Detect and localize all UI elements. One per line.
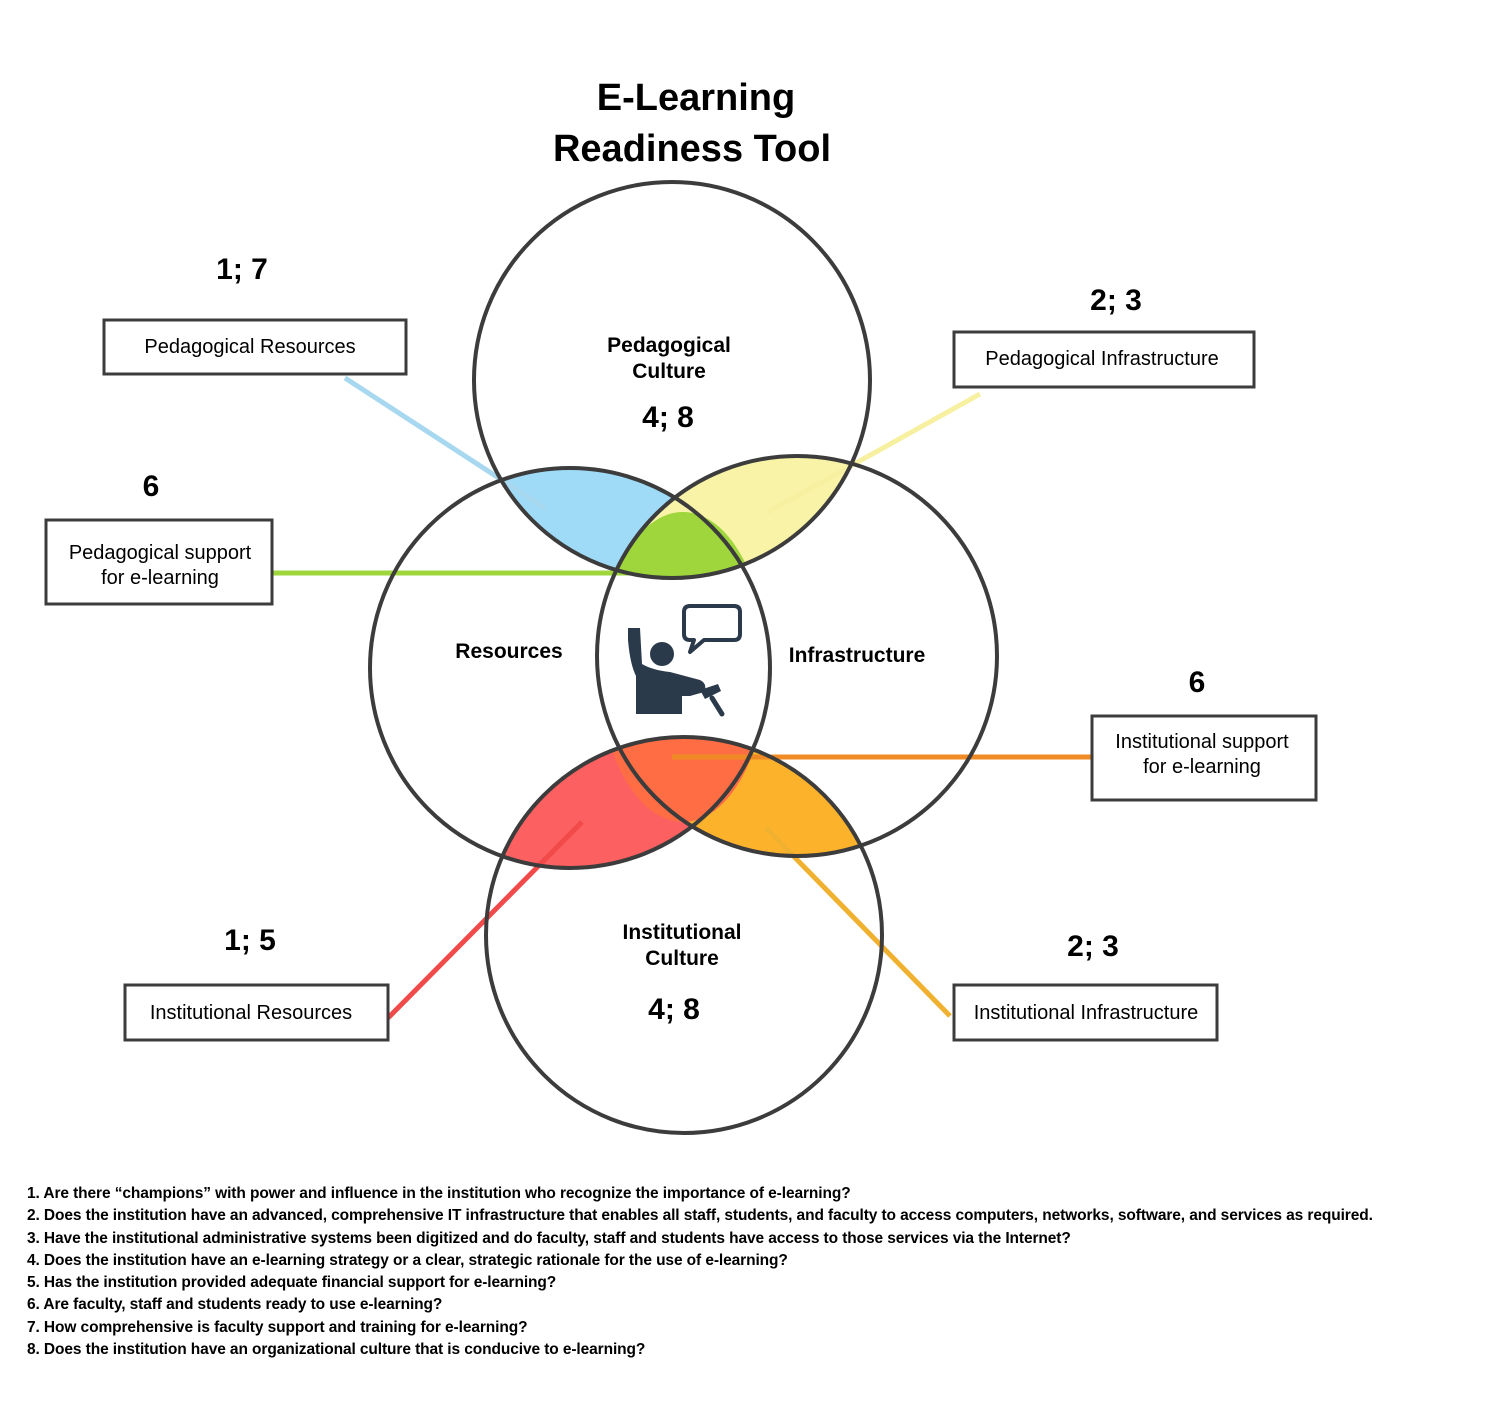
callout-number-institutional-support: 6	[1189, 666, 1206, 699]
circle-label-resources: Resources	[455, 640, 562, 663]
question-item: 1. Are there “champions” with power and …	[27, 1185, 851, 1202]
circle-label-infrastructure: Infrastructure	[789, 644, 926, 667]
question-item: 8. Does the institution have an organiza…	[27, 1341, 646, 1359]
circle-infrastructure	[595, 454, 999, 858]
callout-label-institutional-support-line-2: for e-learning	[1143, 756, 1261, 778]
circle-label-institutional-culture-line-2: Culture	[645, 947, 719, 970]
question-list: 1. Are there “champions” with power and …	[27, 1183, 1487, 1361]
circle-number-institutional-culture: 4; 8	[648, 993, 700, 1026]
callout-label-institutional-support-line-1: Institutional support	[1115, 731, 1289, 753]
circle-number-pedagogical-culture: 4; 8	[642, 401, 694, 434]
circle-label-pedagogical-culture-line-1: Pedagogical	[607, 334, 731, 357]
callout-number-institutional-resources: 1; 5	[224, 924, 276, 957]
callout-pedagogical-support: 6 Pedagogical support for e-learning	[44, 470, 274, 606]
callout-number-pedagogical-resources: 1; 7	[216, 253, 268, 286]
question-item: 6. Are faculty, staff and students ready…	[27, 1296, 443, 1314]
question-item: 3. Have the institutional administrative…	[27, 1229, 1071, 1247]
callout-pedagogical-infrastructure: 2; 3 Pedagogical Infrastructure	[952, 284, 1256, 389]
callout-institutional-infrastructure: 2; 3 Institutional Infrastructure	[952, 930, 1219, 1042]
connector-pedagogical-resources	[343, 375, 547, 511]
callout-institutional-support: 6 Institutional support for e-learning	[1090, 666, 1318, 802]
connector-pedagogical-infrastructure	[766, 391, 982, 515]
callout-label-pedagogical-support-line-2: for e-learning	[101, 567, 219, 589]
question-item: 5. Has the institution provided adequate…	[27, 1274, 557, 1292]
callout-label-pedagogical-infrastructure: Pedagogical Infrastructure	[985, 348, 1218, 370]
question-item: 7. How comprehensive is faculty support …	[27, 1318, 528, 1336]
readiness-venn-diagram: E-Learning Readiness Tool Pedagogical Cu…	[44, 77, 1318, 1135]
connector-institutional-infrastructure	[764, 826, 952, 1018]
callout-number-pedagogical-support: 6	[143, 470, 160, 503]
circle-institutional-culture	[484, 735, 884, 1135]
callout-number-institutional-infrastructure: 2; 3	[1067, 930, 1119, 963]
callout-label-institutional-resources: Institutional Resources	[150, 1002, 352, 1024]
callout-pedagogical-resources: 1; 7 Pedagogical Resources	[102, 253, 408, 376]
teacher-with-speech-bubble-icon	[628, 604, 742, 717]
circle-resources	[368, 466, 772, 870]
question-item: 4. Does the institution have an e-learni…	[27, 1251, 788, 1269]
diagram-title-line-1: E-Learning	[597, 77, 795, 119]
callout-label-pedagogical-support-line-1: Pedagogical support	[69, 542, 252, 564]
callout-label-pedagogical-resources: Pedagogical Resources	[144, 336, 355, 358]
callout-institutional-resources: 1; 5 Institutional Resources	[123, 924, 390, 1042]
circle-label-institutional-culture-line-1: Institutional	[623, 921, 742, 944]
overlap-institutional-support	[599, 737, 767, 822]
circle-label-pedagogical-culture-line-2: Culture	[632, 360, 706, 383]
callout-label-institutional-infrastructure: Institutional Infrastructure	[974, 1002, 1199, 1024]
question-item: 2. Does the institution have an advanced…	[27, 1207, 1373, 1225]
circle-pedagogical-culture	[472, 180, 872, 580]
callout-number-pedagogical-infrastructure: 2; 3	[1090, 284, 1142, 317]
diagram-title-line-2: Readiness Tool	[553, 128, 831, 170]
